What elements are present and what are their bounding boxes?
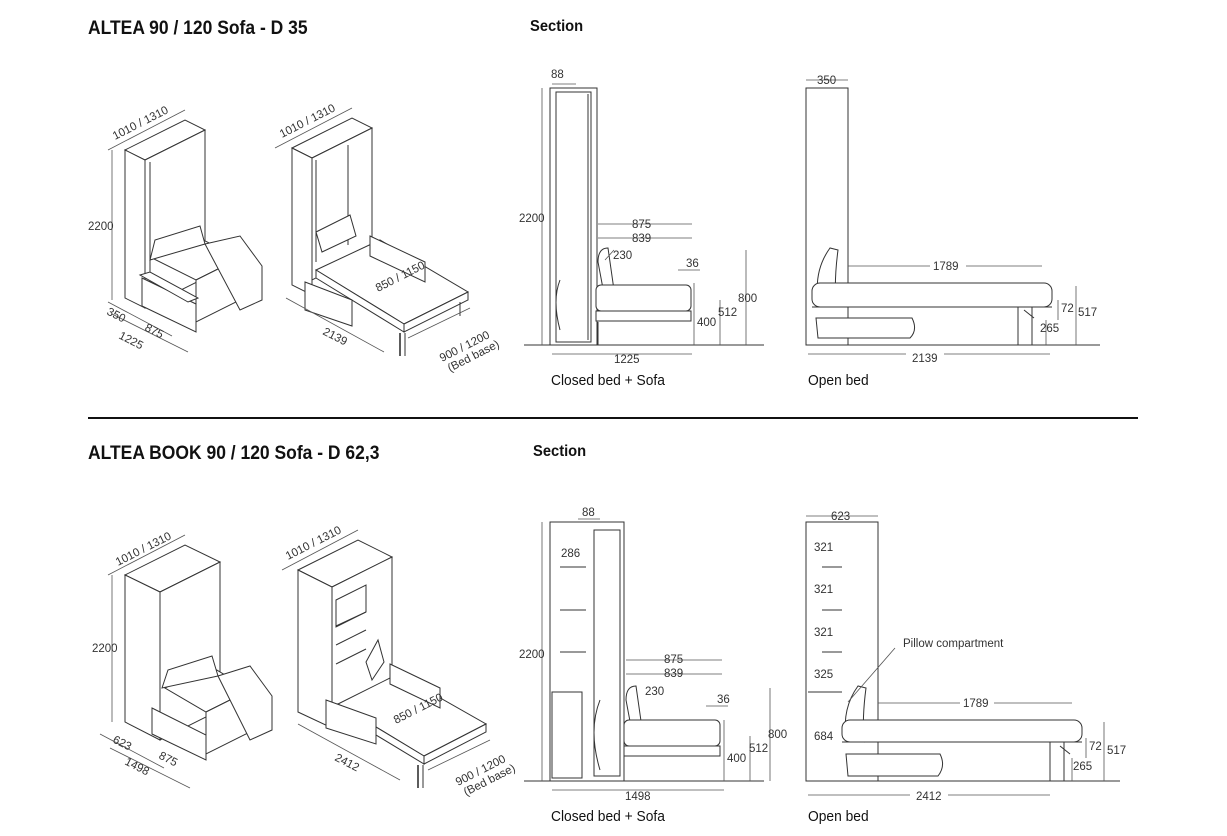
top-closed-36: 36	[686, 258, 699, 270]
bottom-open-shelf-1: 321	[814, 542, 833, 554]
bottom-open-top: 623	[831, 511, 850, 523]
bottom-iso-closed-d2: 875	[157, 750, 180, 769]
bottom-open-shelf-4: 325	[814, 669, 833, 681]
bottom-open-shelf-2: 321	[814, 584, 833, 596]
top-product-title: ALTEA 90 / 120 Sofa - D 35	[88, 18, 308, 39]
top-open-caption: Open bed	[808, 372, 869, 389]
top-open-265: 265	[1040, 323, 1059, 335]
bottom-iso-closed-d1: 623	[111, 734, 134, 753]
top-open-517: 517	[1078, 307, 1097, 319]
bottom-open-1789: 1789	[963, 698, 989, 710]
bottom-closed-230: 230	[645, 686, 664, 698]
top-iso-closed-d3: 1225	[117, 330, 145, 352]
bottom-closed-36: 36	[717, 694, 730, 706]
bottom-closed-height: 2200	[519, 649, 545, 661]
bottom-open-shelf-3: 321	[814, 627, 833, 639]
bottom-iso-closed-drawing	[99, 534, 273, 789]
top-closed-bottom: 1225	[614, 354, 640, 366]
bottom-open-265: 265	[1073, 761, 1092, 773]
top-open-72: 72	[1061, 303, 1074, 315]
top-open-bottom: 2139	[912, 353, 938, 365]
bottom-open-caption: Open bed	[808, 808, 869, 825]
bottom-closed-512: 512	[749, 743, 768, 755]
top-iso-open-depth: 2139	[321, 326, 349, 348]
top-section-open-drawing	[805, 79, 1100, 355]
top-closed-400: 400	[697, 317, 716, 329]
section-divider	[88, 417, 1138, 419]
bottom-open-bottom: 2412	[916, 791, 942, 803]
top-iso-closed-d1: 350	[105, 306, 128, 325]
top-closed-839: 839	[632, 233, 651, 245]
bottom-open-72: 72	[1089, 741, 1102, 753]
pillow-compartment-label: Pillow compartment	[903, 638, 1004, 650]
bottom-closed-400: 400	[727, 753, 746, 765]
bottom-iso-open-drawing	[281, 529, 491, 788]
top-closed-512: 512	[718, 307, 737, 319]
bottom-closed-top: 88	[582, 507, 595, 519]
bottom-closed-839: 839	[664, 668, 683, 680]
bottom-closed-286: 286	[561, 548, 580, 560]
top-open-top: 350	[817, 75, 836, 87]
top-section-label: Section	[530, 18, 584, 35]
bottom-closed-bottom: 1498	[625, 791, 651, 803]
top-iso-closed-drawing	[107, 109, 263, 353]
top-iso-closed-height: 2200	[88, 221, 114, 233]
bottom-open-684: 684	[814, 731, 834, 743]
bottom-open-517: 517	[1107, 745, 1126, 757]
top-closed-caption: Closed bed + Sofa	[551, 372, 665, 389]
top-closed-top: 88	[551, 69, 564, 81]
top-iso-open-drawing	[274, 107, 471, 356]
bottom-section-open-drawing	[805, 515, 1120, 796]
bottom-iso-open-depth: 2412	[333, 752, 361, 774]
top-closed-height: 2200	[519, 213, 545, 225]
top-section-closed-drawing	[524, 83, 764, 355]
bottom-closed-caption: Closed bed + Sofa	[551, 808, 665, 825]
top-closed-230: 230	[613, 250, 632, 262]
bottom-iso-closed-height: 2200	[92, 643, 118, 655]
top-closed-800: 800	[738, 293, 757, 305]
bottom-product-title: ALTEA BOOK 90 / 120 Sofa - D 62,3	[88, 443, 380, 464]
bottom-closed-800: 800	[768, 729, 787, 741]
top-closed-875: 875	[632, 219, 651, 231]
bottom-closed-875: 875	[664, 654, 683, 666]
top-open-1789: 1789	[933, 261, 959, 273]
bottom-iso-closed-d3: 1498	[123, 756, 151, 778]
bottom-section-closed-drawing	[524, 518, 771, 791]
bottom-section-label: Section	[533, 443, 587, 460]
